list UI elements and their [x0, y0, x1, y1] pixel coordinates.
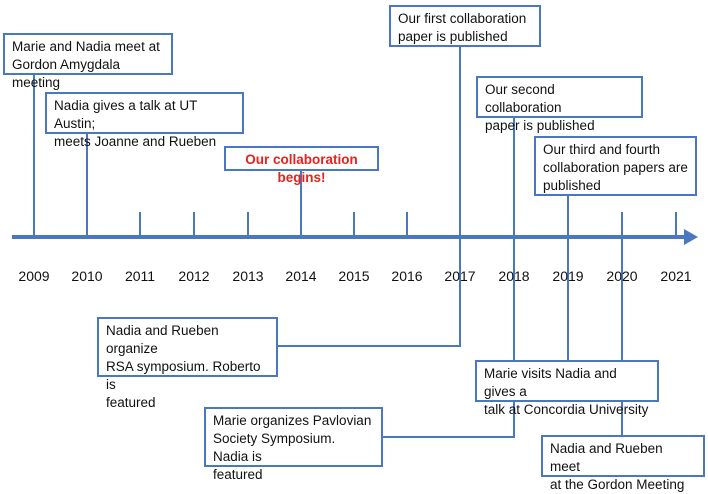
- event-connector: [383, 237, 515, 438]
- year-label: 2019: [552, 268, 584, 284]
- timeline-diagram: 2009 2010 2011 2012 2013 2014 2015 2016 2017 2018…: [3, 5, 705, 492]
- year-label: 2011: [124, 268, 156, 284]
- event-connector: [278, 237, 461, 347]
- year-label: 2010: [71, 268, 103, 284]
- year-label: 2014: [285, 268, 317, 284]
- year-label: 2009: [18, 268, 50, 284]
- year-label: 2016: [391, 268, 423, 284]
- year-label: 2020: [606, 268, 638, 284]
- year-label: 2012: [178, 268, 210, 284]
- year-label: 2015: [338, 268, 370, 284]
- year-label: 2013: [232, 268, 264, 284]
- event-collaboration-begins: Our collaboration begins!: [224, 146, 379, 185]
- event-ut-austin-talk: Nadia gives a talk at UT Austin;meets Jo…: [45, 92, 244, 149]
- year-label: 2017: [444, 268, 476, 284]
- year-label: 2021: [660, 268, 692, 284]
- timeline-arrowhead: [684, 229, 698, 245]
- year-label: 2018: [498, 268, 530, 284]
- timeline-lines: [12, 47, 698, 438]
